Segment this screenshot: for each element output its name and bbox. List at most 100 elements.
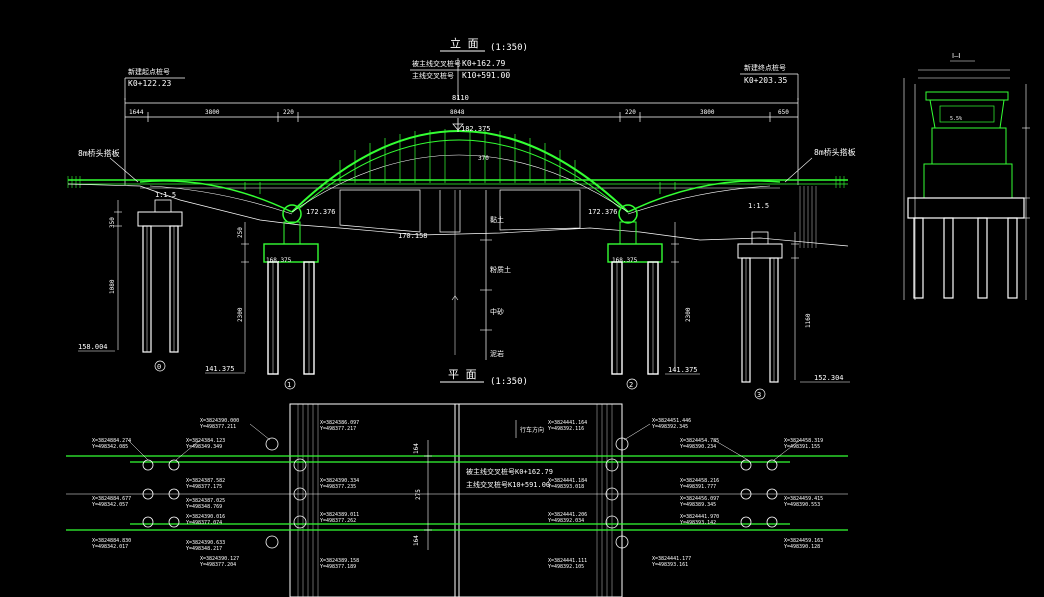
- section-small-dim: 5.5%: [950, 116, 962, 122]
- plan-deck-lines: [66, 455, 848, 531]
- abutment-3: [737, 231, 783, 383]
- pile-bottom-mid-left: 141.375: [205, 365, 235, 373]
- pier-1-dims: [241, 222, 249, 372]
- total-length-dim: 8110: [452, 94, 469, 102]
- ground-profile: [67, 183, 849, 248]
- plan-title-group: 平 面 (1:350): [440, 368, 528, 387]
- slope-right: 1:1.5: [748, 202, 769, 210]
- center-value-1: K0+162.79: [462, 59, 506, 68]
- soil-column: 黏土 粉质土 中砂 泥岩: [480, 190, 511, 360]
- vdim: 350: [109, 217, 116, 228]
- seg-dim: 220: [283, 109, 294, 116]
- plan-dim: 164: [413, 535, 420, 546]
- plan-dim: 275: [415, 489, 422, 500]
- pile-bottom-mid-right: 141.375: [668, 366, 698, 374]
- segment-dims: 1644 3800 220 8048 220 3800 650: [129, 109, 789, 116]
- plan-road: [289, 403, 623, 597]
- plan-center-label-1: 被主线交叉桩号K0+162.79: [466, 467, 553, 476]
- abutment-0-dims: [114, 200, 122, 350]
- left-station-label: 新建起点桩号: [128, 67, 170, 76]
- plan-dims: [424, 440, 432, 550]
- soil-2: 粉质土: [490, 265, 511, 274]
- center-label-1: 被主线交叉桩号: [412, 59, 461, 68]
- right-station-value: K0+203.35: [744, 76, 788, 85]
- right-slab-label: 8m桥头搭板: [814, 147, 856, 157]
- pier-label: 1: [287, 381, 291, 389]
- pier-label: 3: [757, 391, 761, 399]
- spring-right-elev: 172.376: [588, 208, 618, 216]
- elevation-title: 立 面: [450, 36, 479, 50]
- plan-dim: 164: [413, 443, 420, 454]
- elevation-scale: (1:350): [490, 43, 528, 53]
- abutment-0: [137, 199, 183, 353]
- plan-scale: (1:350): [490, 377, 528, 387]
- seg-dim: 3800: [700, 109, 715, 116]
- seg-dim: 220: [625, 109, 636, 116]
- plan-north-label: 行车方向: [520, 426, 544, 434]
- pier-1: [263, 204, 319, 375]
- seg-dim: 3800: [205, 109, 220, 116]
- soil-4: 泥岩: [490, 349, 504, 358]
- vdim: 250: [237, 227, 244, 238]
- cap-left-elev: 168.375: [266, 257, 292, 264]
- seg-dim: 8048: [450, 109, 465, 116]
- cross-section: Ⅰ—Ⅰ 5.5%: [903, 52, 1030, 300]
- plan-center-label-2: 主线交叉桩号K10+591.00: [466, 480, 550, 489]
- vdim: 1080: [109, 279, 116, 294]
- crown-depth: 370: [478, 155, 489, 162]
- station-labels: 新建起点桩号 K0+122.23 新建终点桩号 K0+203.35 被主线交叉桩…: [124, 58, 799, 100]
- cap-right-elev: 168.375: [612, 257, 638, 264]
- elevation-title-group: 立 面 (1:350): [440, 36, 528, 53]
- section-title: Ⅰ—Ⅰ: [952, 52, 960, 60]
- vdim: 2300: [685, 307, 692, 322]
- main-arch: [139, 130, 781, 215]
- coord-leaders: [127, 423, 801, 461]
- left-slab-label: 8m桥头搭板: [78, 148, 120, 158]
- seg-dim: 650: [778, 109, 789, 116]
- pier-labels: 0 1 2 3: [154, 360, 766, 400]
- abutment-3-dims: [791, 232, 799, 380]
- pier-2-dims: [671, 222, 679, 372]
- spring-left-elev: 172.376: [306, 208, 336, 216]
- vdim: 1160: [805, 313, 812, 328]
- center-label-2: 主线交叉桩号: [412, 71, 454, 80]
- left-station-value: K0+122.23: [128, 79, 172, 88]
- plan-title: 平 面: [448, 368, 477, 381]
- crown-elevation: 182.375: [461, 125, 491, 133]
- plan-piles: [142, 437, 778, 549]
- pier-label: 2: [629, 381, 633, 389]
- bottom-elev: 170.158: [398, 232, 428, 240]
- right-station-label: 新建终点桩号: [744, 63, 786, 72]
- pier-2: [607, 204, 663, 375]
- center-value-2: K10+591.00: [462, 71, 510, 80]
